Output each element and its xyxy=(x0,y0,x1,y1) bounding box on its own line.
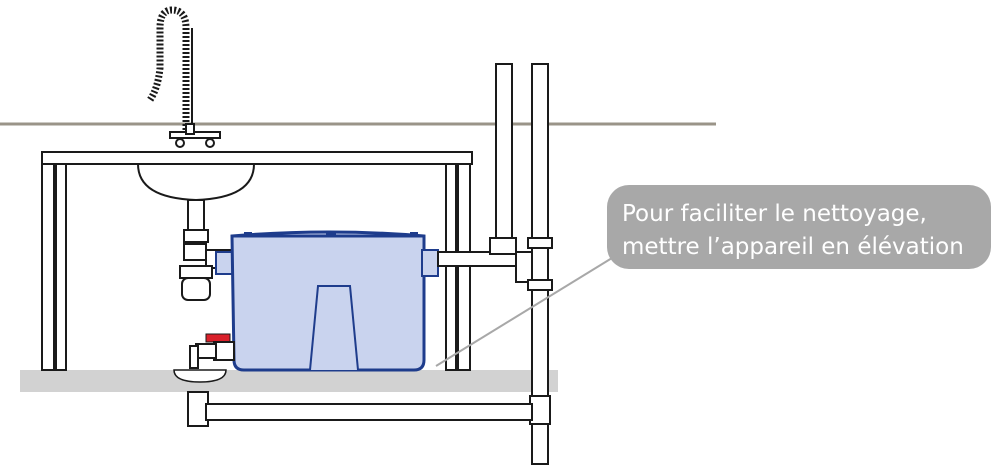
drain-trap xyxy=(179,199,235,301)
callout-line-1: Pour faciliter le nettoyage, xyxy=(622,201,927,227)
callout-box xyxy=(607,185,991,269)
callout-text: Pour faciliter le nettoyage, mettre l’ap… xyxy=(622,198,992,264)
grease-trap-tank xyxy=(230,230,426,372)
vent-pipes xyxy=(489,63,553,465)
callout-line-2: mettre l’appareil en élévation xyxy=(622,234,964,260)
sink-basin xyxy=(136,163,256,202)
valve-icon xyxy=(189,333,235,369)
floor xyxy=(20,369,558,392)
faucet-icon xyxy=(147,6,221,148)
callout-pointer xyxy=(435,257,613,367)
floor-drain-pipe xyxy=(187,391,533,427)
outlet-nozzle xyxy=(421,249,439,277)
outlet-pipe xyxy=(437,251,535,283)
